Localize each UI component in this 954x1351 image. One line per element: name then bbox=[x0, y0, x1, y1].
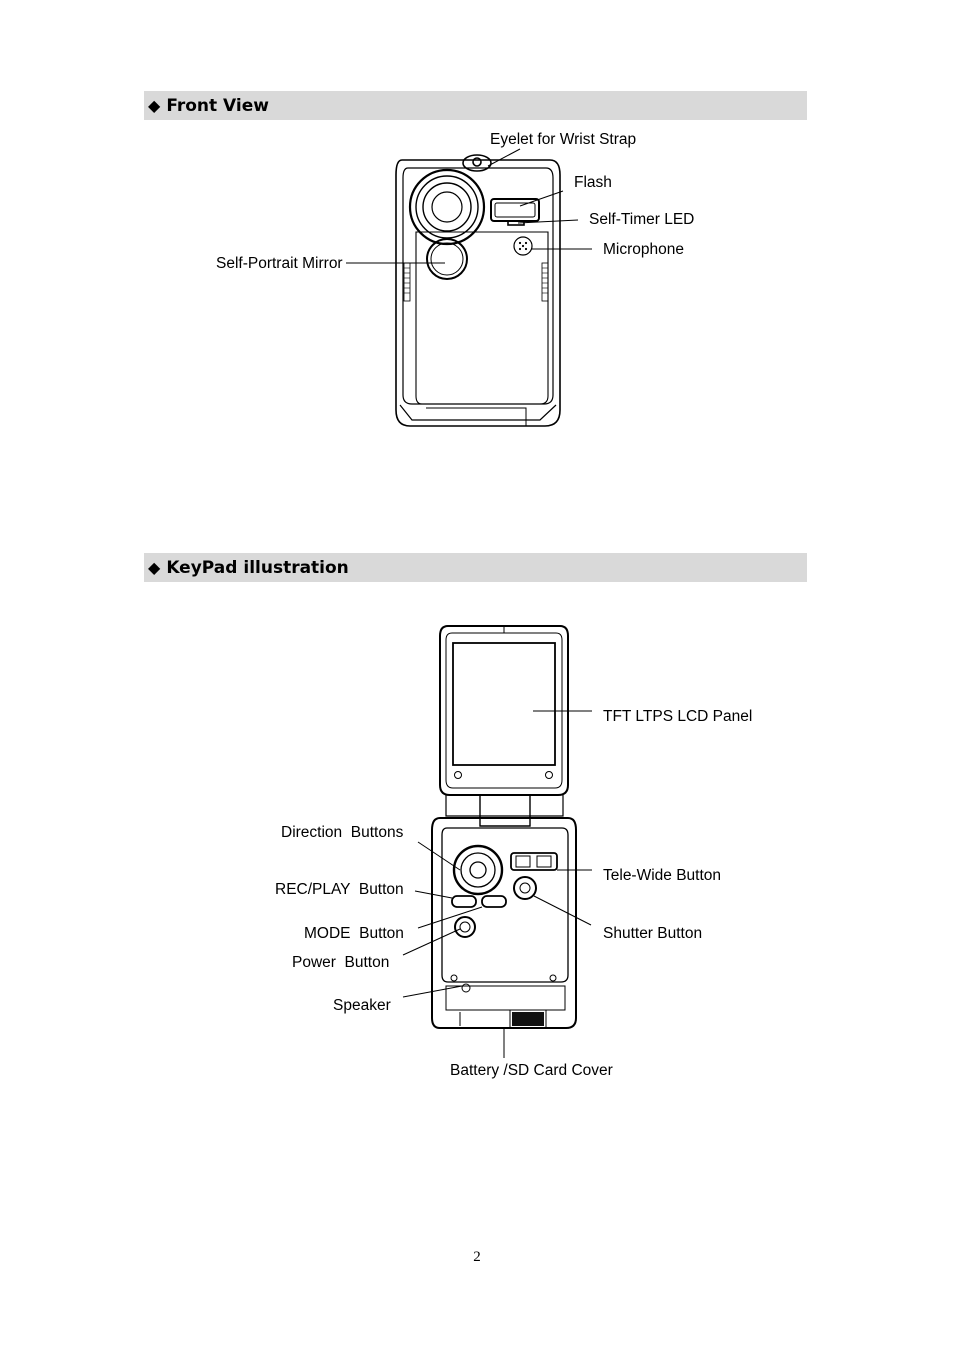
section-title: Front View bbox=[166, 95, 269, 116]
label-speaker: Speaker bbox=[333, 997, 391, 1014]
label-battery-sd-cover: Battery /SD Card Cover bbox=[450, 1062, 613, 1079]
section-heading-front-view: ◆ Front View bbox=[144, 91, 807, 120]
section-title: KeyPad illustration bbox=[166, 557, 349, 578]
label-mode-button: MODE Button bbox=[304, 925, 404, 942]
label-microphone: Microphone bbox=[603, 241, 684, 258]
label-self-timer-led: Self-Timer LED bbox=[589, 211, 695, 228]
label-self-portrait-mirror: Self-Portrait Mirror bbox=[216, 255, 343, 272]
label-direction-buttons: Direction Buttons bbox=[281, 824, 404, 841]
label-flash: Flash bbox=[574, 174, 612, 191]
label-shutter-button: Shutter Button bbox=[603, 925, 703, 942]
label-tele-wide-button: Tele-Wide Button bbox=[603, 867, 722, 884]
label-rec-play-button: REC/PLAY Button bbox=[275, 881, 404, 898]
label-power-button: Power Button bbox=[292, 954, 390, 971]
diamond-bullet-icon: ◆ bbox=[148, 96, 161, 115]
label-eyelet: Eyelet for Wrist Strap bbox=[490, 131, 637, 148]
diamond-bullet-icon: ◆ bbox=[148, 558, 161, 577]
label-lcd-panel: TFT LTPS LCD Panel bbox=[603, 708, 753, 725]
page-number: 2 bbox=[473, 1249, 481, 1265]
section-heading-keypad: ◆ KeyPad illustration bbox=[144, 553, 807, 582]
